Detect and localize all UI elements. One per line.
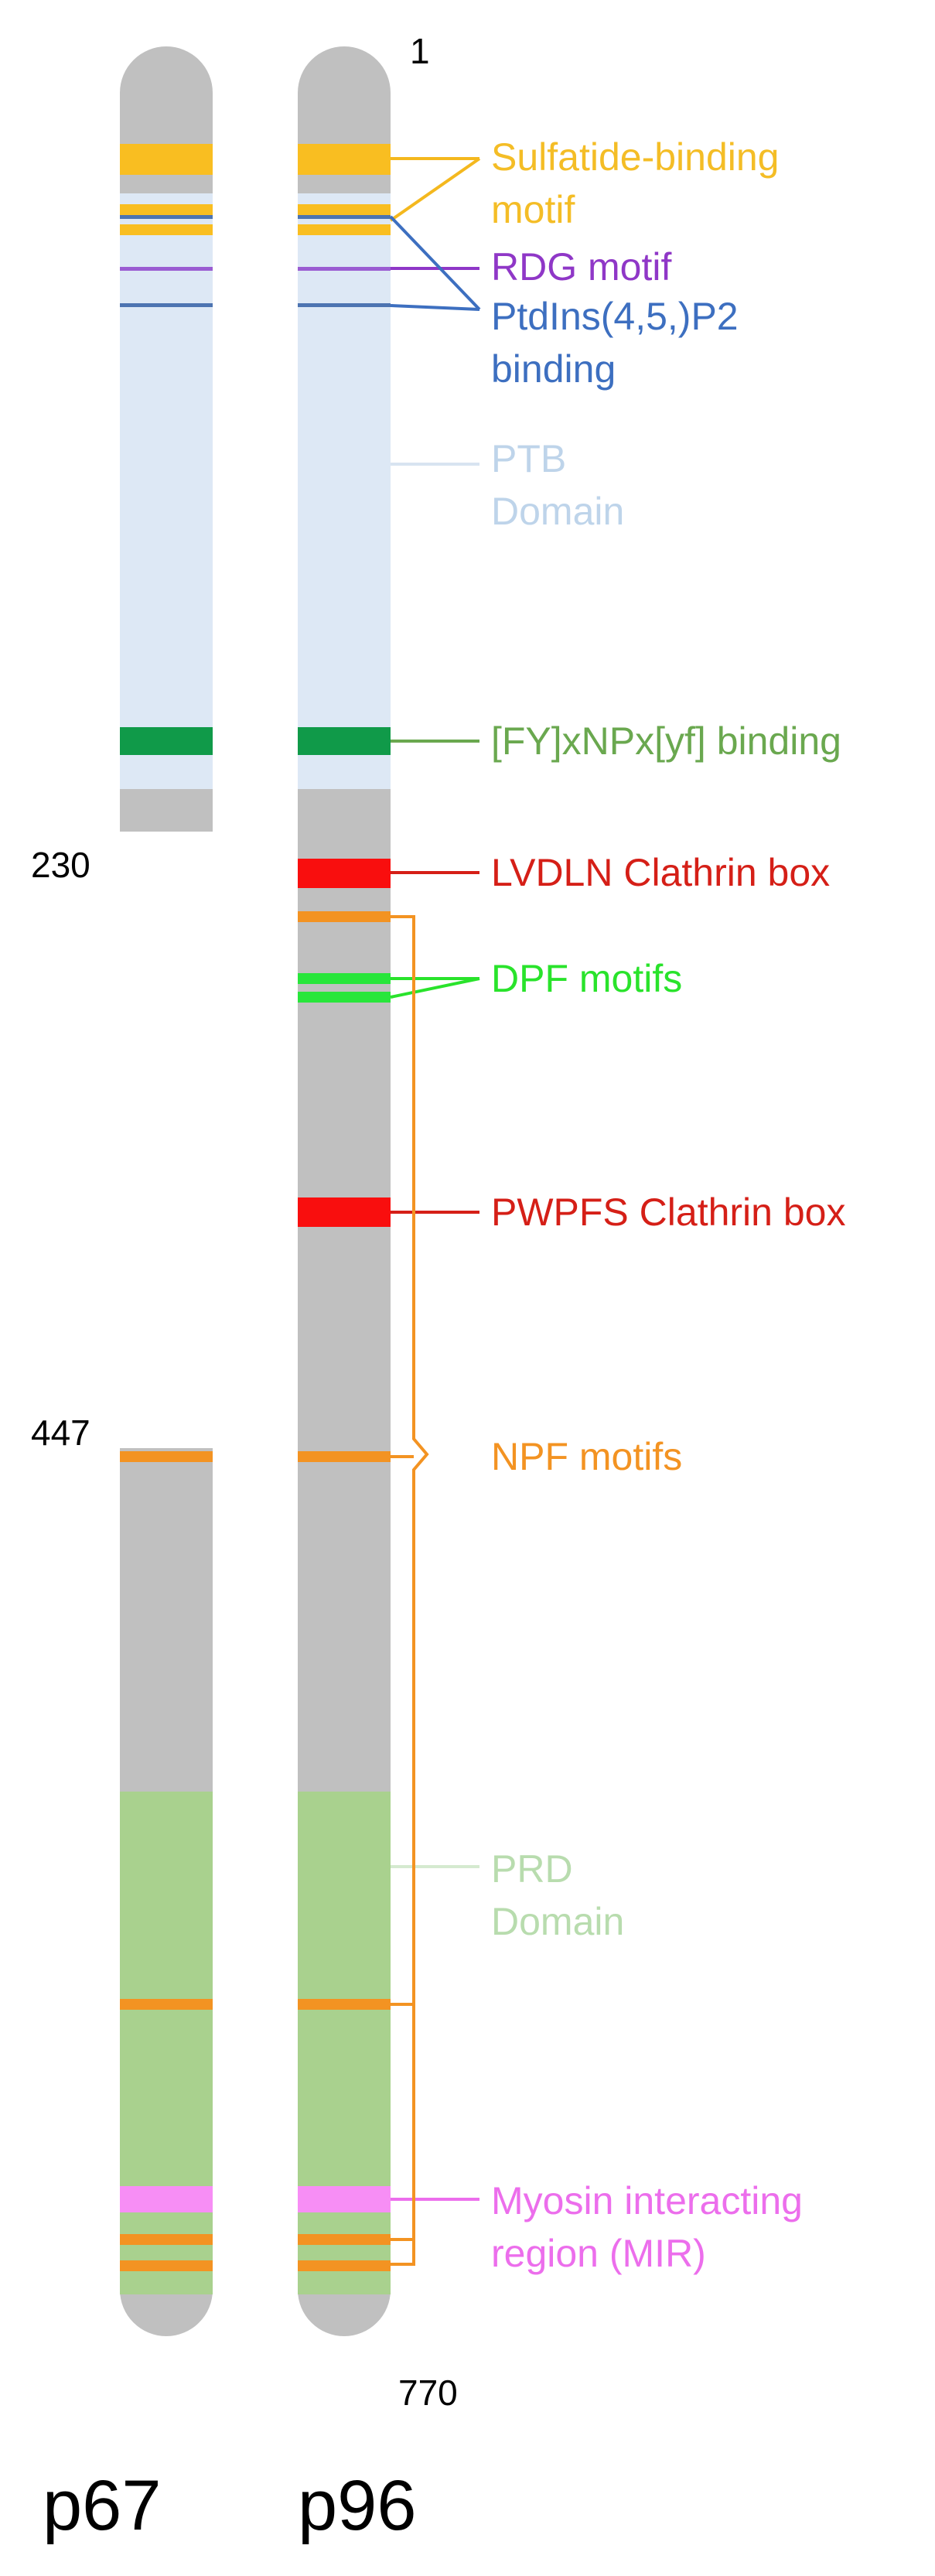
- p67-sulfatide-band-2: [120, 204, 213, 215]
- residue-label-p67-end: 230: [31, 845, 90, 885]
- label-ptdins-line-2: binding: [491, 347, 616, 391]
- p96-ptb-domain-region: [298, 193, 391, 789]
- p96-npf-band-5: [298, 2260, 391, 2271]
- label-ptb-line-1: PTB: [491, 437, 566, 480]
- label-ptdins: PtdIns(4,5,)P2 binding: [491, 295, 739, 391]
- p96-ptdins-band-1: [298, 215, 391, 219]
- label-dpf-line-1: DPF motifs: [491, 957, 682, 1000]
- p67-sulfatide-band-3: [120, 224, 213, 235]
- p67-ptb-domain-region: [120, 193, 213, 789]
- isoform-label-p67: p67: [43, 2466, 162, 2545]
- sulfatide-leader-2: [389, 157, 481, 222]
- p67-ptdins-band-1: [120, 215, 213, 219]
- label-rdg-line-1: RDG motif: [491, 245, 671, 289]
- p96-rdg-band: [298, 267, 391, 271]
- label-prd-line-1: PRD: [491, 1847, 573, 1891]
- label-npf-line-1: NPF motifs: [491, 1435, 682, 1478]
- p96-pwpfs-clathrin-band: [298, 1197, 391, 1227]
- label-ptb: PTB Domain: [491, 437, 624, 533]
- isoform-bar-p96: [298, 46, 391, 2336]
- p67-prd-domain-region: [120, 1792, 213, 2294]
- label-fyxnpx: [FY]xNPx[yf] binding: [491, 719, 841, 763]
- ptdins-leader-1: [389, 215, 481, 311]
- text-labels: 1 230 447 770 p67 p96: [31, 31, 458, 2545]
- p67-ptdins-band-2: [120, 303, 213, 307]
- label-mir-line-1: Myosin interacting: [491, 2179, 803, 2222]
- label-lvdln-line-1: LVDLN Clathrin box: [491, 851, 830, 894]
- label-ptb-line-2: Domain: [491, 490, 624, 533]
- label-mir: Myosin interacting region (MIR): [491, 2179, 803, 2275]
- label-pwpfs: PWPFS Clathrin box: [491, 1191, 845, 1234]
- p96-lvdln-clathrin-band: [298, 859, 391, 888]
- residue-label-p67-resume: 447: [31, 1413, 90, 1453]
- p96-npf-band-4: [298, 2234, 391, 2245]
- residue-label-end: 770: [398, 2373, 458, 2413]
- p67-npf-band-4: [120, 2234, 213, 2245]
- label-prd-line-2: Domain: [491, 1900, 624, 1943]
- p96-sulfatide-band-2: [298, 204, 391, 215]
- p96-dpf-band-1: [298, 973, 391, 984]
- p67-npf-band-5: [120, 2260, 213, 2271]
- label-lvdln: LVDLN Clathrin box: [491, 851, 830, 894]
- p96-sulfatide-band-3: [298, 224, 391, 235]
- label-pwpfs-line-1: PWPFS Clathrin box: [491, 1191, 845, 1234]
- npf-bracket: [391, 915, 429, 2266]
- label-prd: PRD Domain: [491, 1847, 624, 1943]
- label-npf: NPF motifs: [491, 1435, 682, 1478]
- dpf-leader-2: [390, 977, 480, 999]
- p96-prd-domain-region: [298, 1792, 391, 2294]
- p96-ptdins-band-2: [298, 303, 391, 307]
- p67-npf-band-3: [120, 1999, 213, 2010]
- p96-sulfatide-band-1: [298, 144, 391, 175]
- label-fyxnpx-line-1: [FY]xNPx[yf] binding: [491, 719, 841, 763]
- p96-npf-band-2: [298, 1451, 391, 1462]
- p96-mir-band: [298, 2186, 391, 2212]
- isoform-label-p96: p96: [298, 2466, 417, 2545]
- label-sulfatide: Sulfatide-binding motif: [491, 135, 780, 231]
- p96-fyxnpx-band: [298, 727, 391, 755]
- p67-mir-band: [120, 2186, 213, 2212]
- label-rdg: RDG motif: [491, 245, 671, 289]
- p67-sulfatide-band-1: [120, 144, 213, 175]
- p96-dpf-band-2: [298, 992, 391, 1003]
- residue-label-start: 1: [410, 31, 430, 71]
- label-dpf: DPF motifs: [491, 957, 682, 1000]
- isoform-bars: [120, 46, 391, 2336]
- p67-fyxnpx-band: [120, 727, 213, 755]
- ptdins-leader-2: [390, 304, 480, 311]
- callout-leader-lines: [389, 157, 481, 2266]
- label-sulfatide-line-1: Sulfatide-binding: [491, 135, 780, 179]
- p67-rdg-band: [120, 267, 213, 271]
- p96-npf-band-3: [298, 1999, 391, 2010]
- p96-npf-band-1: [298, 911, 391, 922]
- label-ptdins-line-1: PtdIns(4,5,)P2: [491, 295, 739, 338]
- label-mir-line-2: region (MIR): [491, 2232, 706, 2275]
- isoform-bar-p67: [120, 46, 213, 2336]
- label-sulfatide-line-2: motif: [491, 188, 575, 231]
- p67-npf-band-2: [120, 1451, 213, 1462]
